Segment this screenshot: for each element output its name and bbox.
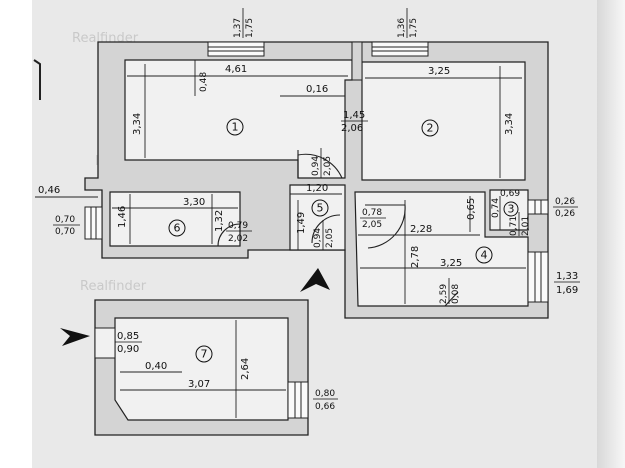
door-1-2-height: 2,06 <box>341 123 363 134</box>
window-3-width: 0,26 <box>555 197 575 207</box>
room-3-number: 3 <box>508 203 515 216</box>
north-arrow-icon <box>300 268 330 292</box>
window-4-height: 1,69 <box>556 285 578 296</box>
window-room-2 <box>371 41 429 57</box>
room-1-number: 1 <box>232 121 239 134</box>
windows <box>84 41 549 303</box>
window-7-height: 0,66 <box>315 402 335 412</box>
bath-3-area <box>489 189 529 231</box>
door-4-width: 0,78 <box>362 208 382 218</box>
dim-149: 1,49 <box>296 212 307 234</box>
door-6-height: 2,02 <box>228 234 248 244</box>
room-2-width: 3,25 <box>428 66 450 77</box>
window-3-height: 0,26 <box>555 209 575 219</box>
room-number-circles <box>168 118 519 363</box>
dimension-lines <box>35 60 526 304</box>
room-4-width: 3,25 <box>440 258 462 269</box>
room-2-area <box>361 61 526 181</box>
watermark: Realfinder <box>80 279 147 294</box>
room-4-area <box>354 191 529 307</box>
dim-048: 0,48 <box>199 72 209 92</box>
room-7-width: 3,07 <box>188 379 210 390</box>
window-room-1 <box>207 41 265 57</box>
room-7-height: 2,64 <box>240 358 251 380</box>
window-6-width: 0,70 <box>55 215 75 225</box>
dim-259: 2,59 <box>439 284 449 304</box>
window-room-6 <box>84 206 103 240</box>
dim-228: 2,28 <box>410 224 432 235</box>
window-4-width: 1,33 <box>556 271 578 282</box>
room-6-width: 3,30 <box>183 197 205 208</box>
dim-008: 0,08 <box>451 284 461 304</box>
entrance-arrow-icon <box>60 328 90 346</box>
window-bath <box>527 199 549 215</box>
dim-016: 0,16 <box>306 84 328 95</box>
room-7-dimension-lines <box>120 320 286 418</box>
door-4-height: 2,05 <box>362 220 382 230</box>
room-2-number: 2 <box>427 122 434 135</box>
room-6-number: 6 <box>174 222 181 235</box>
door-5-width: 0,94 <box>313 228 323 248</box>
room-4-number: 4 <box>481 249 488 262</box>
dim-046: 0,46 <box>38 185 60 196</box>
room-4-height: 2,78 <box>410 246 421 268</box>
door-room-7 <box>94 327 116 359</box>
window-room-4 <box>527 251 549 303</box>
room-7-number: 7 <box>201 348 208 361</box>
room-1-width: 4,61 <box>225 64 247 75</box>
window-room-7 <box>287 381 309 419</box>
door-hall-height: 2,05 <box>323 156 333 176</box>
door-5-height: 2,05 <box>325 228 335 248</box>
hall-5-area <box>289 184 346 251</box>
window-1-height: 1,75 <box>245 18 255 38</box>
dim-120: 1,20 <box>306 183 328 194</box>
window-2-width: 1,36 <box>397 18 407 38</box>
dim-065: 0,65 <box>466 198 477 220</box>
dim-040: 0,40 <box>145 361 167 372</box>
door-3-width: 0,71 <box>509 216 519 236</box>
scanner-edge <box>597 0 625 468</box>
door-7-width: 0,85 <box>117 331 139 342</box>
window-1-width: 1,37 <box>233 18 243 38</box>
scan-mark <box>33 59 41 100</box>
window-2-height: 1,75 <box>409 18 419 38</box>
door-hall-width: 0,94 <box>311 156 321 176</box>
bath-height: 0,74 <box>491 198 501 218</box>
room-2-height: 3,34 <box>504 113 515 135</box>
room-6-height: 1,46 <box>117 206 128 228</box>
dim-132: 1,32 <box>214 210 225 232</box>
window-6-height: 0,70 <box>55 227 75 237</box>
door-6-width: 0,79 <box>228 221 248 231</box>
room-5-number: 5 <box>317 202 324 215</box>
wall-stub <box>351 41 363 81</box>
bath-width: 0,69 <box>500 189 520 199</box>
room-1-height: 3,34 <box>132 113 143 135</box>
door-1-2-width: 1,45 <box>343 110 365 121</box>
door-3-height: 2,01 <box>521 216 531 236</box>
window-7-width: 0,80 <box>315 389 335 399</box>
door-7-height: 0,90 <box>117 344 139 355</box>
room-7-area <box>114 317 289 421</box>
